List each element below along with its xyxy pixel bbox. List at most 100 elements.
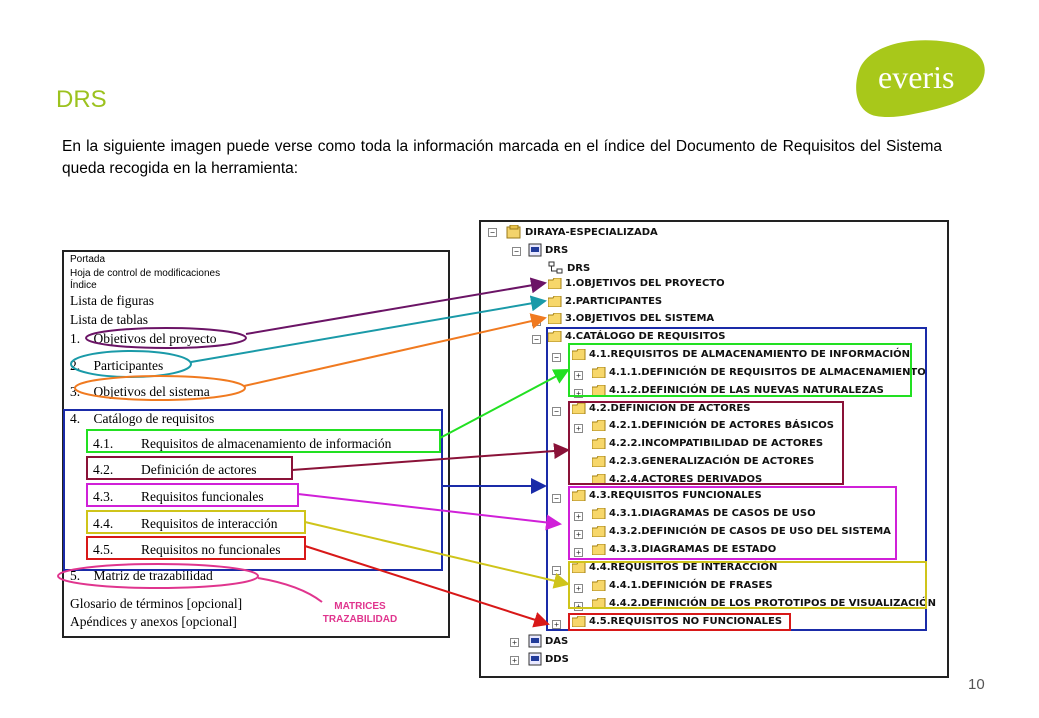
document-icon <box>528 634 542 648</box>
tree-node-4-3-1[interactable]: 4.3.1.DIAGRAMAS DE CASOS DE USO <box>592 508 816 519</box>
index-apendices: Apéndices y anexos [opcional] <box>70 614 237 629</box>
index-section-4: 4. Catálogo de requisitos <box>70 411 214 427</box>
tree-node-4-3-3[interactable]: 4.3.3.DIAGRAMAS DE ESTADO <box>592 544 776 555</box>
section-number: 1. <box>70 331 81 346</box>
section-number: 4. <box>70 411 81 426</box>
tree-node-das[interactable]: DAS <box>528 634 568 648</box>
index-section-5: 5. Matriz de trazabilidad <box>70 568 213 584</box>
tree-node-label: DIRAYA-ESPECIALIZADA <box>525 226 658 238</box>
folder-icon <box>592 508 606 519</box>
subsection-label: Requisitos de almacenamiento de informac… <box>141 436 392 451</box>
svg-text:everis: everis <box>878 59 954 95</box>
expand-toggle[interactable]: + <box>574 512 583 521</box>
tree-node-dds[interactable]: DDS <box>528 652 569 666</box>
tree-node-4-3-2[interactable]: 4.3.2.DEFINICIÓN DE CASOS DE USO DEL SIS… <box>592 526 891 537</box>
folder-icon <box>572 616 586 627</box>
folder-icon <box>592 580 606 591</box>
tree-node-root[interactable]: DIRAYA-ESPECIALIZADA <box>506 225 658 239</box>
expand-toggle[interactable]: + <box>574 371 583 380</box>
tree-node-drs-model[interactable]: DRS <box>548 261 590 275</box>
tree-node-label: 4.3.1.DIAGRAMAS DE CASOS DE USO <box>609 508 816 519</box>
intro-paragraph: En la siguiente imagen puede verse como … <box>62 138 942 177</box>
tree-node-drs[interactable]: DRS <box>528 243 568 257</box>
tree-node-label: 4.2.3.GENERALIZACIÓN DE ACTORES <box>609 456 815 467</box>
everis-logo: everis <box>856 40 985 118</box>
index-subsection-4-2: 4.2. Definición de actores <box>93 462 256 478</box>
tree-node-4-2-2[interactable]: 4.2.2.INCOMPATIBILIDAD DE ACTORES <box>592 438 823 449</box>
folder-icon <box>592 526 606 537</box>
tree-node-label: DAS <box>545 635 569 647</box>
index-line-portada: Portada <box>70 254 106 265</box>
tree-node-label: 3.OBJETIVOS DEL SISTEMA <box>565 313 715 324</box>
tree-node-4-2-1[interactable]: 4.2.1.DEFINICIÓN DE ACTORES BÁSICOS <box>592 420 834 431</box>
tree-node-label: 4.3.3.DIAGRAMAS DE ESTADO <box>609 544 777 555</box>
expand-toggle[interactable]: + <box>574 530 583 539</box>
collapse-toggle[interactable]: − <box>512 247 521 256</box>
expand-toggle[interactable]: + <box>510 656 519 665</box>
matrices-annotation: MATRICES TRAZABILIDAD <box>300 600 420 626</box>
collapse-toggle[interactable]: − <box>552 353 561 362</box>
expand-toggle[interactable]: + <box>574 548 583 557</box>
collapse-toggle[interactable]: − <box>532 335 541 344</box>
collapse-toggle[interactable]: − <box>488 228 497 237</box>
tree-node-label: 4.5.REQUISITOS NO FUNCIONALES <box>589 616 783 627</box>
section-number: 2. <box>70 358 81 373</box>
tree-node-label: 4.2.DEFINICIÓN DE ACTORES <box>589 403 751 414</box>
index-line-hoja: Hoja de control de modificaciones <box>70 268 221 279</box>
tree-node-participantes[interactable]: 2.PARTICIPANTES <box>548 296 662 307</box>
page-number: 10 <box>968 676 985 693</box>
tree-node-label: 1.OBJETIVOS DEL PROYECTO <box>565 278 725 289</box>
expand-toggle[interactable]: + <box>552 620 561 629</box>
index-section-2: 2. Participantes <box>70 358 163 374</box>
tree-node-4-2-4[interactable]: 4.2.4.ACTORES DERIVADOS <box>592 474 762 485</box>
folder-icon <box>592 420 606 431</box>
tree-node-label: DRS <box>567 262 591 274</box>
document-icon <box>528 243 542 257</box>
expand-toggle[interactable]: + <box>574 389 583 398</box>
tree-node-4-1[interactable]: 4.1.REQUISITOS DE ALMACENAMIENTO DE INFO… <box>572 349 910 360</box>
tree-node-label: 4.2.4.ACTORES DERIVADOS <box>609 474 763 485</box>
requirements-tree-panel <box>479 220 949 678</box>
tree-node-4-5[interactable]: 4.5.REQUISITOS NO FUNCIONALES <box>572 616 782 627</box>
folder-icon <box>548 313 562 324</box>
folder-icon <box>572 490 586 501</box>
tree-node-objetivos-sistema[interactable]: 3.OBJETIVOS DEL SISTEMA <box>548 313 714 324</box>
tree-node-objetivos-proyecto[interactable]: 1.OBJETIVOS DEL PROYECTO <box>548 278 725 289</box>
tree-node-catalogo[interactable]: 4.CATÁLOGO DE REQUISITOS <box>548 331 725 342</box>
annotation-line: MATRICES <box>334 601 386 612</box>
index-subsection-4-4: 4.4. Requisitos de interacción <box>93 516 277 532</box>
index-lista-tablas: Lista de tablas <box>70 312 148 327</box>
subsection-label: Requisitos funcionales <box>141 489 264 504</box>
expand-toggle[interactable]: + <box>532 317 541 326</box>
tree-node-4-3[interactable]: 4.3.REQUISITOS FUNCIONALES <box>572 490 762 501</box>
collapse-toggle[interactable]: − <box>552 407 561 416</box>
folder-icon <box>592 474 606 485</box>
index-section-1: 1. Objetivos del proyecto <box>70 331 216 347</box>
folder-icon <box>592 438 606 449</box>
tree-node-label: 4.2.2.INCOMPATIBILIDAD DE ACTORES <box>609 438 824 449</box>
tree-node-label: 4.1.REQUISITOS DE ALMACENAMIENTO DE INFO… <box>589 349 911 360</box>
tree-node-4-4-1[interactable]: 4.4.1.DEFINICIÓN DE FRASES <box>592 580 773 591</box>
tree-node-4-4-2[interactable]: 4.4.2.DEFINICIÓN DE LOS PROTOTIPOS DE VI… <box>592 598 936 609</box>
folder-icon <box>572 562 586 573</box>
project-icon <box>506 225 521 239</box>
index-line-indice: Índice <box>70 280 97 291</box>
model-icon <box>548 261 563 274</box>
tree-node-label: 4.1.2.DEFINICIÓN DE LAS NUEVAS NATURALEZ… <box>609 385 884 396</box>
expand-toggle[interactable]: + <box>574 602 583 611</box>
folder-icon <box>572 349 586 360</box>
tree-node-label: 4.CATÁLOGO DE REQUISITOS <box>565 331 726 342</box>
tree-node-4-2-3[interactable]: 4.2.3.GENERALIZACIÓN DE ACTORES <box>592 456 814 467</box>
tree-node-4-4[interactable]: 4.4.REQUISITOS DE INTERACCIÓN <box>572 562 777 573</box>
expand-toggle[interactable]: + <box>574 584 583 593</box>
collapse-toggle[interactable]: − <box>552 494 561 503</box>
folder-icon <box>592 367 606 378</box>
collapse-toggle[interactable]: − <box>552 566 561 575</box>
expand-toggle[interactable]: + <box>574 424 583 433</box>
subsection-number: 4.3. <box>93 489 114 504</box>
expand-toggle[interactable]: + <box>510 638 519 647</box>
tree-node-4-2[interactable]: 4.2.DEFINICIÓN DE ACTORES <box>572 403 750 414</box>
subsection-label: Definición de actores <box>141 462 257 477</box>
tree-node-4-1-1[interactable]: 4.1.1.DEFINICIÓN DE REQUISITOS DE ALMACE… <box>592 367 926 378</box>
tree-node-4-1-2[interactable]: 4.1.2.DEFINICIÓN DE LAS NUEVAS NATURALEZ… <box>592 385 884 396</box>
